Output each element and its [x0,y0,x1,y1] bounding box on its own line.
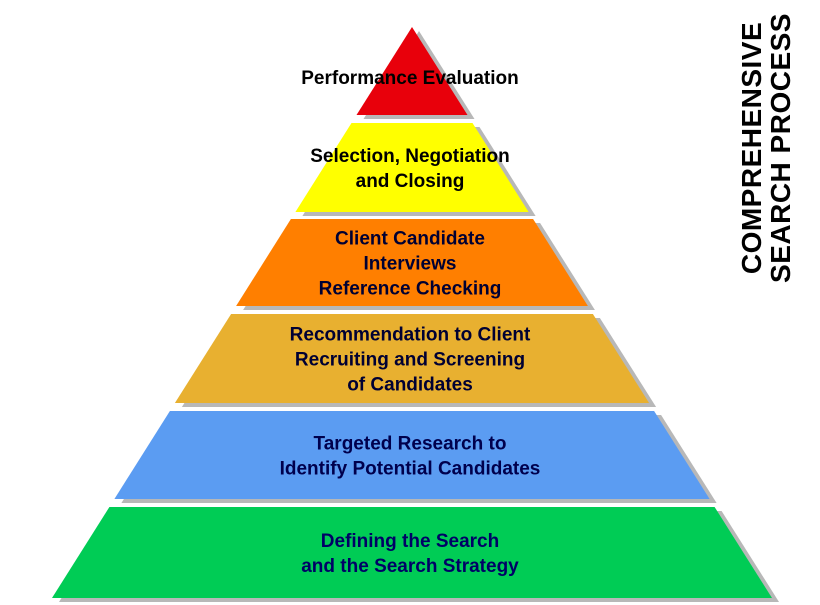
side-title-line1: COMPREHENSIVE [736,22,767,274]
side-title: COMPREHENSIVE SEARCH PROCESS [736,13,796,283]
tier-label-recommendation-recruiting-line3: of Candidates [347,375,473,396]
tier-label-selection-negotiation-closing-line2: and Closing [356,171,465,192]
tier-label-recommendation-recruiting-line2: Recruiting and Screening [295,350,525,371]
tier-performance-evaluation [356,27,468,115]
tier-label-targeted-research-line1: Targeted Research to [314,434,507,455]
tier-label-selection-negotiation-closing-line1: Selection, Negotiation [310,146,510,167]
tier-label-client-candidate-interviews-line1: Client Candidate [335,229,485,250]
tier-client-candidate-interviews [236,219,588,306]
tier-label-client-candidate-interviews-line2: Interviews [364,254,457,275]
tier-selection-negotiation-closing [295,123,529,212]
tier-label-defining-the-search-line1: Defining the Search [321,531,499,552]
tier-label-defining-the-search-line2: and the Search Strategy [301,556,519,577]
side-title-line2: SEARCH PROCESS [765,13,796,283]
pyramid-tiers [52,27,772,598]
tier-label-targeted-research-line2: Identify Potential Candidates [280,459,541,480]
tier-defining-the-search [52,507,772,598]
tier-label-recommendation-recruiting-line1: Recommendation to Client [290,325,531,346]
tier-label-performance-evaluation-line1: Performance Evaluation [301,68,519,89]
tier-targeted-research [114,411,710,499]
tier-recommendation-recruiting [174,314,650,403]
tier-label-client-candidate-interviews-line3: Reference Checking [319,279,502,300]
